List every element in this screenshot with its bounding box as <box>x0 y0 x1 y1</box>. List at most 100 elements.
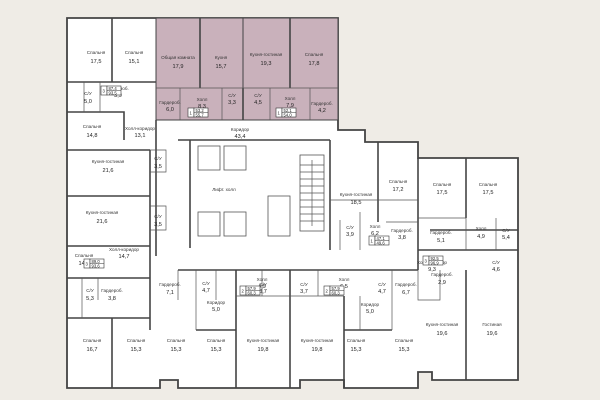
room-name: Холл <box>257 277 268 282</box>
room-area: 16,7 <box>87 347 98 353</box>
room-r40: С/У4,7 <box>202 281 210 294</box>
room-area: 4,9 <box>477 234 485 240</box>
room-name: Спальня <box>125 50 144 55</box>
room-name: Гардероб. <box>430 230 452 235</box>
room-area: 17,9 <box>173 64 184 70</box>
apartment-rooms: 1 <box>190 110 193 115</box>
room-area: 5,1 <box>437 238 445 244</box>
room-area: 9,3 <box>428 267 436 273</box>
apartment-tag-a5[interactable]: 3 92,5 96,9 <box>422 255 444 266</box>
apartment-tags: 3 87,4 93,5 1 53,2 55,7 1 52,1 54,0 1 47… <box>83 85 444 296</box>
room-area: 19,8 <box>312 347 323 353</box>
apartment-tag-a1[interactable]: 3 87,4 93,5 <box>100 85 122 96</box>
room-name: Кухня-гостиная <box>301 338 334 343</box>
room-area: 17,5 <box>91 59 102 65</box>
room-name: Коридор <box>231 127 250 132</box>
room-r11: С/У3,3 <box>228 93 236 106</box>
room-area: 17,8 <box>309 61 320 67</box>
room-r51: Гостиная 19,6 <box>482 322 502 337</box>
room-name: Кухня <box>215 55 228 60</box>
room-r6: Спальня 17,8 <box>305 52 324 67</box>
room-r7: С/У5,0 <box>84 91 92 105</box>
room-r35: Холл 4,9 <box>257 277 268 290</box>
room-name: Спальня <box>479 182 498 187</box>
room-area: 13,1 <box>135 133 146 139</box>
apartment-area-bottom: 93,5 <box>109 91 118 96</box>
room-name: Спальня <box>167 338 186 343</box>
room-name: Коридор <box>207 300 226 305</box>
room-area: 15,3 <box>171 347 182 353</box>
room-name: С/У <box>154 214 162 219</box>
apartment-rooms: 2 <box>242 288 245 293</box>
room-name: С/У <box>502 228 510 233</box>
room-area: 19,6 <box>487 331 498 337</box>
room-area: 17,5 <box>437 190 448 196</box>
room-name: Гардероб. <box>159 282 181 287</box>
apartment-area-bottom: 49,6 <box>377 241 386 246</box>
apartment-tag-a2[interactable]: 1 53,2 55,7 <box>187 107 209 118</box>
room-r4: Кухня 15,7 <box>215 55 228 70</box>
apartment-rooms: 3 <box>86 261 89 266</box>
wall-lines <box>67 18 518 388</box>
room-r27: С/У3,9 <box>346 225 354 238</box>
room-name: С/У <box>84 91 92 96</box>
room-name: Спальня <box>305 52 324 57</box>
room-area: 4,9 <box>258 284 266 290</box>
room-area: 5,0 <box>212 307 220 313</box>
apartment-area-top: 57,9 <box>332 286 341 291</box>
room-r46: С/У5,3 <box>86 288 94 302</box>
room-name: Гардероб. <box>395 282 417 287</box>
apartment-area-top: 53,2 <box>196 108 205 113</box>
room-area: 3,5 <box>154 164 162 170</box>
apartment-tag-a7[interactable]: 2 57,9 60,3 <box>239 285 261 296</box>
room-area: 7,9 <box>286 103 294 109</box>
apartment-tag-a4[interactable]: 1 47,1 49,6 <box>368 235 390 246</box>
room-area: 15,7 <box>216 64 227 70</box>
room-area: 43,4 <box>235 134 246 140</box>
apartment-area-bottom: 93,6 <box>92 264 101 269</box>
apartment-area-bottom: 55,7 <box>196 113 205 118</box>
room-name: Кухня-гостиная <box>86 210 119 215</box>
room-area: 4,7 <box>378 289 386 295</box>
apartment-tag-a6[interactable]: 3 89,0 93,6 <box>83 258 105 269</box>
room-area: 6,2 <box>371 231 379 237</box>
room-name: Кухня-гостиная <box>426 322 459 327</box>
apartment-area-bottom: 60,3 <box>248 291 257 296</box>
room-area: 15,3 <box>399 347 410 353</box>
room-area: 6,7 <box>402 290 410 296</box>
room-area: 14,8 <box>87 133 98 139</box>
room-name: Кухня-гостиная <box>250 52 283 57</box>
apartment-area-top: 57,9 <box>248 286 257 291</box>
room-name: Спальня <box>83 124 102 129</box>
room-area: 5,0 <box>366 309 374 315</box>
room-area: 18,5 <box>351 200 362 206</box>
apartment-area-top: 92,5 <box>431 256 440 261</box>
room-name: Холл-коридор <box>109 247 139 252</box>
room-area: 15,3 <box>351 347 362 353</box>
apartment-rooms: 2 <box>326 288 329 293</box>
apartment-area-top: 52,1 <box>284 108 293 113</box>
apartment-area-bottom: 96,9 <box>431 261 440 266</box>
room-name: Кухня-гостиная <box>247 338 280 343</box>
room-name: С/У <box>346 225 354 230</box>
room-r17: Коридор 43,4 <box>231 127 250 140</box>
room-r32: С/У5,4 <box>502 228 510 241</box>
apartment-tag-a3[interactable]: 1 52,1 54,0 <box>275 107 297 118</box>
room-r14: Гардероб.4,2 <box>311 101 333 114</box>
room-area: 19,8 <box>258 347 269 353</box>
apartment-tag-a8[interactable]: 2 57,9 60,3 <box>323 285 345 296</box>
room-name: Спальня <box>433 182 452 187</box>
room-name: Гостиная <box>482 322 502 327</box>
apartment-rooms: 3 <box>425 258 428 263</box>
